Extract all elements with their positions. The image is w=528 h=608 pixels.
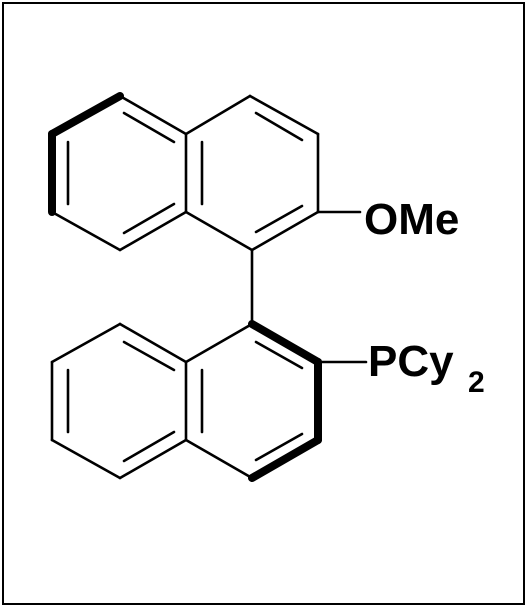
ome-label: OMe [364, 195, 459, 244]
bottom-naphthalene [50, 320, 322, 482]
pcy-label: PCy [368, 337, 454, 386]
pcy-subscript: 2 [468, 366, 485, 399]
top-naphthalene [48, 92, 320, 252]
